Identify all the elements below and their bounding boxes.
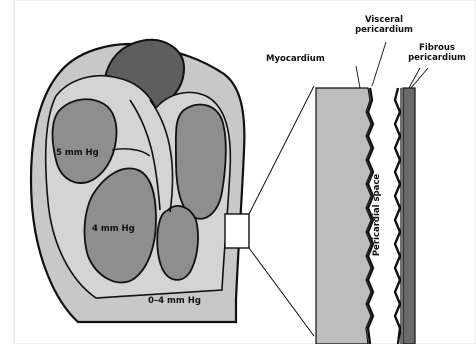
zoom-region-box — [225, 214, 249, 248]
myocardium-leader — [356, 66, 360, 88]
pericardial-pressure-label: 0–4 mm Hg — [148, 296, 201, 306]
myocardium-band — [316, 88, 371, 344]
visceral-leader — [372, 42, 386, 86]
right-lower-chamber — [157, 206, 198, 280]
right-upper-chamber — [176, 105, 226, 219]
visceral-pericardium-label: Visceral pericardium — [352, 15, 416, 35]
fibrous-pericardium-label: Fibrous pericardium — [408, 43, 466, 63]
fibrous-pericardium-band — [403, 88, 415, 344]
fibrous-leader — [409, 68, 420, 88]
projection-line-bottom — [249, 248, 314, 336]
ventricle-pressure-label: 4 mm Hg — [92, 224, 135, 234]
projection-line-top — [249, 86, 314, 214]
atrium-pressure-label: 5 mm Hg — [56, 148, 99, 158]
pericardial-space-label: Pericardial space — [372, 174, 382, 256]
fibrous-leader-2 — [411, 68, 428, 88]
parietal-pericardium-line — [395, 88, 400, 344]
myocardium-label: Myocardium — [266, 54, 325, 64]
